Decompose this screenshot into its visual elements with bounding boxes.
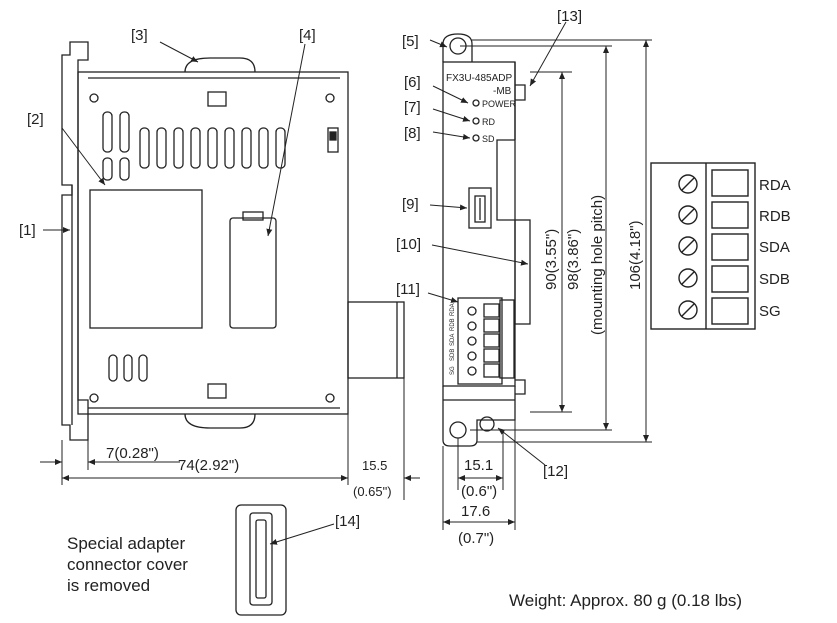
callout-8: [8] bbox=[404, 125, 421, 142]
connector-cover-removed bbox=[235, 504, 287, 616]
pin-label-rda: RDA bbox=[450, 303, 456, 316]
dim-width-74: 74(2.92") bbox=[178, 457, 239, 474]
callout-12: [12] bbox=[543, 463, 568, 480]
led-rd-label: RD bbox=[482, 117, 495, 127]
dim-width-15-5: 15.5 bbox=[362, 458, 387, 473]
front-terminal-screws bbox=[467, 303, 500, 378]
front-view bbox=[442, 33, 531, 447]
callout-11: [11] bbox=[396, 281, 420, 298]
pin-label-rdb: RDB bbox=[450, 318, 456, 331]
side-view bbox=[61, 41, 405, 441]
front-terminal-block bbox=[457, 297, 503, 385]
callout-2: [2] bbox=[27, 111, 44, 128]
terminal-slots bbox=[711, 169, 749, 325]
side-body bbox=[77, 71, 349, 415]
led-rd-indicator bbox=[472, 117, 480, 125]
cover-note-line2: connector cover bbox=[67, 555, 188, 574]
dim-offset-7: 7(0.28") bbox=[106, 445, 159, 462]
terminal-screws bbox=[678, 174, 698, 320]
callout-9: [9] bbox=[402, 196, 419, 213]
dim-height-98: 98(3.86") bbox=[565, 229, 582, 290]
leader-lines bbox=[43, 21, 567, 545]
led-power-label: POWER bbox=[482, 99, 517, 109]
callout-7: [7] bbox=[404, 99, 421, 116]
callout-10: [10] bbox=[396, 236, 421, 253]
callout-14: [14] bbox=[335, 513, 360, 530]
adapter-connector bbox=[229, 217, 277, 329]
terminal-label-rda: RDA bbox=[759, 177, 791, 194]
adapter-side-connector bbox=[514, 219, 531, 325]
callout-6: [6] bbox=[404, 74, 421, 91]
side-protrusion bbox=[347, 301, 405, 379]
callout-4: [4] bbox=[299, 27, 316, 44]
dim-width-17-6: 17.6 bbox=[461, 503, 490, 520]
terminal-label-rdb: RDB bbox=[759, 208, 791, 225]
dim-width-15-1-in: (0.6") bbox=[461, 483, 497, 500]
dim-height-98-note: (mounting hole pitch) bbox=[589, 195, 606, 335]
model-name: FX3U-485ADP bbox=[446, 73, 512, 84]
model-suffix: -MB bbox=[493, 86, 512, 97]
callout-13: [13] bbox=[557, 8, 582, 25]
cover-note-line3: is removed bbox=[67, 576, 150, 595]
weight-note: Weight: Approx. 80 g (0.18 lbs) bbox=[509, 591, 742, 610]
terminal-block-detail bbox=[650, 162, 756, 330]
dim-width-15-1: 15.1 bbox=[464, 457, 493, 474]
cover-note-line1: Special adapter bbox=[67, 534, 185, 553]
pin-label-sg: SG bbox=[450, 366, 456, 375]
vent-slots bbox=[102, 111, 286, 382]
led-sd-label: SD bbox=[482, 134, 495, 144]
dim-width-15-5-in: (0.65") bbox=[353, 484, 392, 499]
led-power-indicator bbox=[472, 99, 480, 107]
pin-label-sda: SDA bbox=[450, 334, 456, 346]
led-sd-indicator bbox=[472, 134, 480, 142]
pin-label-sdb: SDB bbox=[450, 349, 456, 361]
dim-width-17-6-in: (0.7") bbox=[458, 530, 494, 547]
termination-switch bbox=[468, 187, 492, 229]
dim-height-106: 106(4.18") bbox=[627, 220, 644, 290]
label-plate bbox=[89, 189, 203, 329]
terminal-label-sda: SDA bbox=[759, 239, 790, 256]
terminal-label-sg: SG bbox=[759, 303, 781, 320]
terminal-label-sdb: SDB bbox=[759, 271, 790, 288]
callout-1: [1] bbox=[19, 222, 36, 239]
mounting-hole-bottom bbox=[449, 421, 467, 439]
callout-5: [5] bbox=[402, 33, 419, 50]
callout-3: [3] bbox=[131, 27, 148, 44]
dim-height-90: 90(3.55") bbox=[543, 229, 560, 290]
